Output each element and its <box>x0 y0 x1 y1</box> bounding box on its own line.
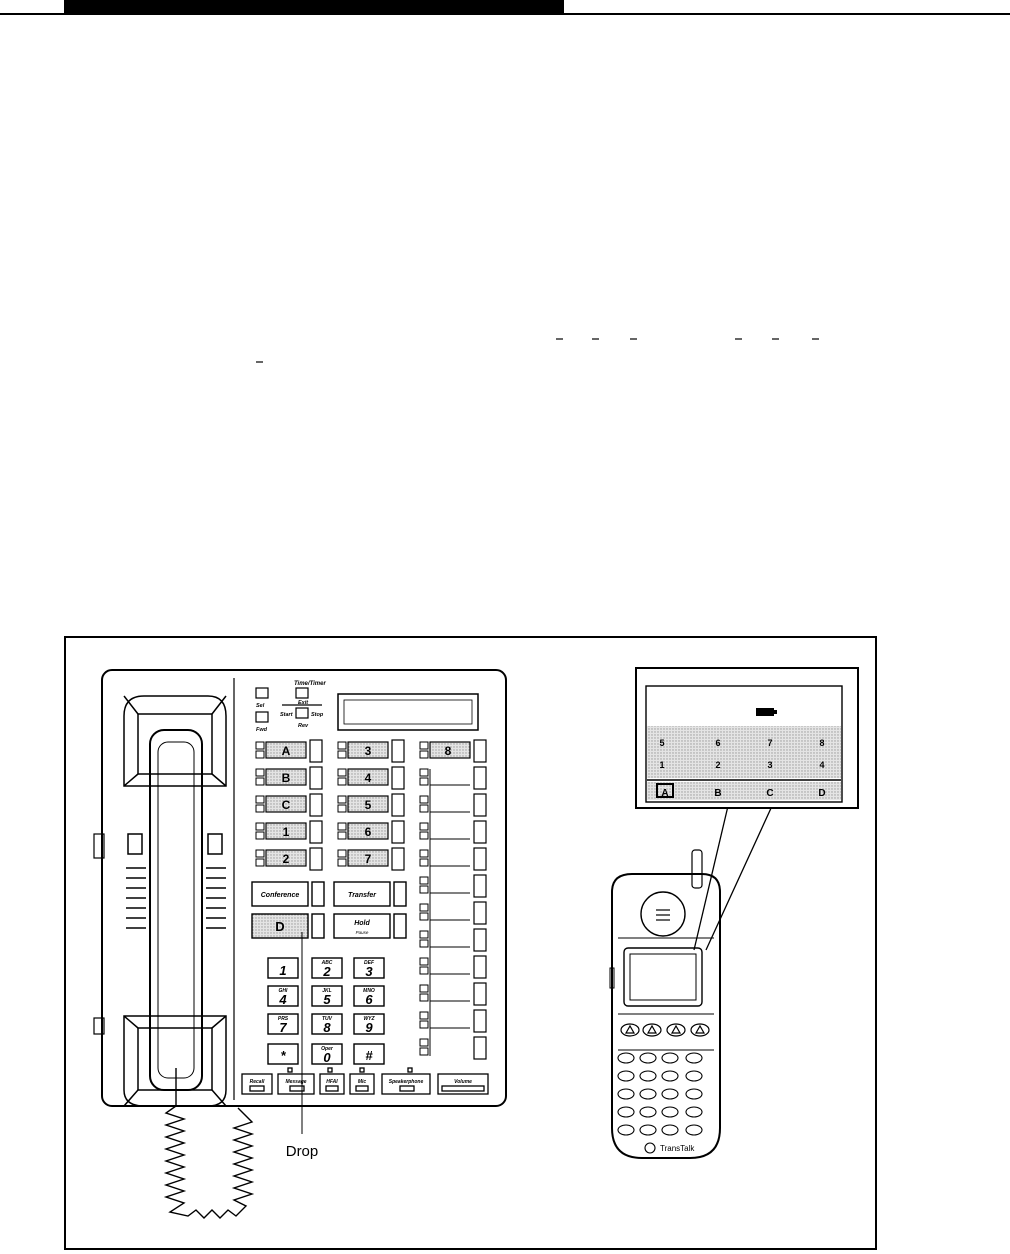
line-button-1[interactable]: 1 <box>283 825 290 839</box>
line-button-2[interactable]: 2 <box>283 852 290 866</box>
bottom-function-keys[interactable] <box>241 1067 489 1095</box>
phone-figure: Time/Timer Sel Fwd Exit Start Stop Rev <box>64 636 877 1250</box>
fwd-key-label: Fwd <box>256 727 268 733</box>
volume-label: Volume <box>454 1079 472 1085</box>
key-star[interactable]: * <box>280 1048 286 1063</box>
hold-button[interactable] <box>333 913 391 939</box>
display-button-6: 6 <box>715 738 720 748</box>
key-5-letters: JKL <box>322 988 331 994</box>
display-button-b: B <box>714 788 721 799</box>
line-button-8[interactable]: 8 <box>445 744 452 758</box>
line-button-4[interactable]: 4 <box>365 771 372 785</box>
key-3-letters: DEF <box>364 960 375 966</box>
line-buttons-left[interactable] <box>255 739 323 871</box>
console-display <box>337 693 479 731</box>
coiled-cord <box>163 1068 255 1219</box>
handset-cradle <box>123 695 227 1107</box>
magnified-display <box>635 667 859 809</box>
start-key-label: Start <box>280 712 294 718</box>
display-button-a: A <box>661 788 668 799</box>
key-8-letters: TUV <box>322 1016 333 1022</box>
line-button-a[interactable]: A <box>282 744 291 758</box>
rev-key-label: Rev <box>298 723 309 729</box>
key-5[interactable]: 5 <box>323 992 331 1007</box>
line-button-b[interactable]: B <box>282 771 291 785</box>
drop-callout: Drop <box>286 1143 319 1160</box>
line-button-5[interactable]: 5 <box>365 798 372 812</box>
key-1[interactable]: 1 <box>279 963 286 978</box>
key-0[interactable]: 0 <box>323 1050 331 1065</box>
display-a-highlight <box>656 783 674 798</box>
line-button-3[interactable]: 3 <box>365 744 372 758</box>
transfer-button[interactable] <box>333 881 391 907</box>
display-button-5: 5 <box>659 738 664 748</box>
key-9-letters: WYZ <box>363 1016 375 1022</box>
conference-label: Conference <box>261 892 300 899</box>
hold-label: Hold <box>354 920 370 927</box>
hold-sub-label: Pause <box>356 930 369 935</box>
transfer-label: Transfer <box>348 892 377 899</box>
battery-icon <box>756 708 774 716</box>
key-9[interactable]: 9 <box>365 1020 373 1035</box>
key-6[interactable]: 6 <box>365 992 373 1007</box>
key-4-letters: GHI <box>279 988 289 994</box>
mic-label: Mic <box>358 1079 367 1085</box>
stray-marks <box>256 338 819 363</box>
recall-label: Recall <box>250 1079 265 1085</box>
display-button-7: 7 <box>767 738 772 748</box>
phone-illustration: Time/Timer Sel Fwd Exit Start Stop Rev <box>93 667 859 1219</box>
stop-key-label: Stop <box>311 712 324 718</box>
display-button-2: 2 <box>715 760 720 770</box>
key-2[interactable]: 2 <box>322 964 331 979</box>
handset-softkeys[interactable] <box>620 1023 710 1037</box>
line-button-6[interactable]: 6 <box>365 825 372 839</box>
message-label: Message <box>285 1079 306 1085</box>
line-buttons-right[interactable] <box>419 739 487 1060</box>
display-button-d: D <box>818 788 825 799</box>
display-button-3: 3 <box>767 760 772 770</box>
key-2-letters: ABC <box>321 960 333 966</box>
key-7-letters: PRS <box>278 1016 289 1022</box>
line-buttons-mid[interactable] <box>337 739 405 871</box>
display-button-c: C <box>766 788 773 799</box>
key-0-letters: Oper <box>321 1046 334 1052</box>
display-button-4: 4 <box>819 760 824 770</box>
conference-button[interactable] <box>251 881 309 907</box>
timer-label: Time/Timer <box>294 681 326 687</box>
desk-console <box>93 669 507 1107</box>
display-button-8: 8 <box>819 738 824 748</box>
hfai-label: HFAI <box>326 1079 338 1085</box>
key-8[interactable]: 8 <box>323 1020 331 1035</box>
header-bar <box>64 0 564 14</box>
timer-keys[interactable] <box>255 687 322 723</box>
line-button-c[interactable]: C <box>282 798 291 812</box>
key-4[interactable]: 4 <box>278 992 287 1007</box>
exit-key-label: Exit <box>298 700 309 706</box>
key-7[interactable]: 7 <box>279 1020 287 1035</box>
header-rule <box>0 13 1010 15</box>
speaker-grille <box>126 867 226 929</box>
display-callout-lines <box>693 805 773 951</box>
d-button-label: D <box>275 919 284 934</box>
d-button[interactable] <box>251 913 309 939</box>
speakerphone-label: Speakerphone <box>389 1079 424 1085</box>
key-3[interactable]: 3 <box>365 964 373 979</box>
display-button-1: 1 <box>659 760 664 770</box>
line-button-7[interactable]: 7 <box>365 852 372 866</box>
sel-key-label: Sel <box>256 703 265 709</box>
key-pound[interactable]: # <box>365 1048 373 1063</box>
handset-keypad[interactable] <box>617 1052 703 1154</box>
key-6-letters: MNO <box>363 988 375 994</box>
dial-pad[interactable] <box>267 957 385 1065</box>
handset-brand: TransTalk <box>660 1144 695 1153</box>
cordless-handset <box>609 849 721 1159</box>
